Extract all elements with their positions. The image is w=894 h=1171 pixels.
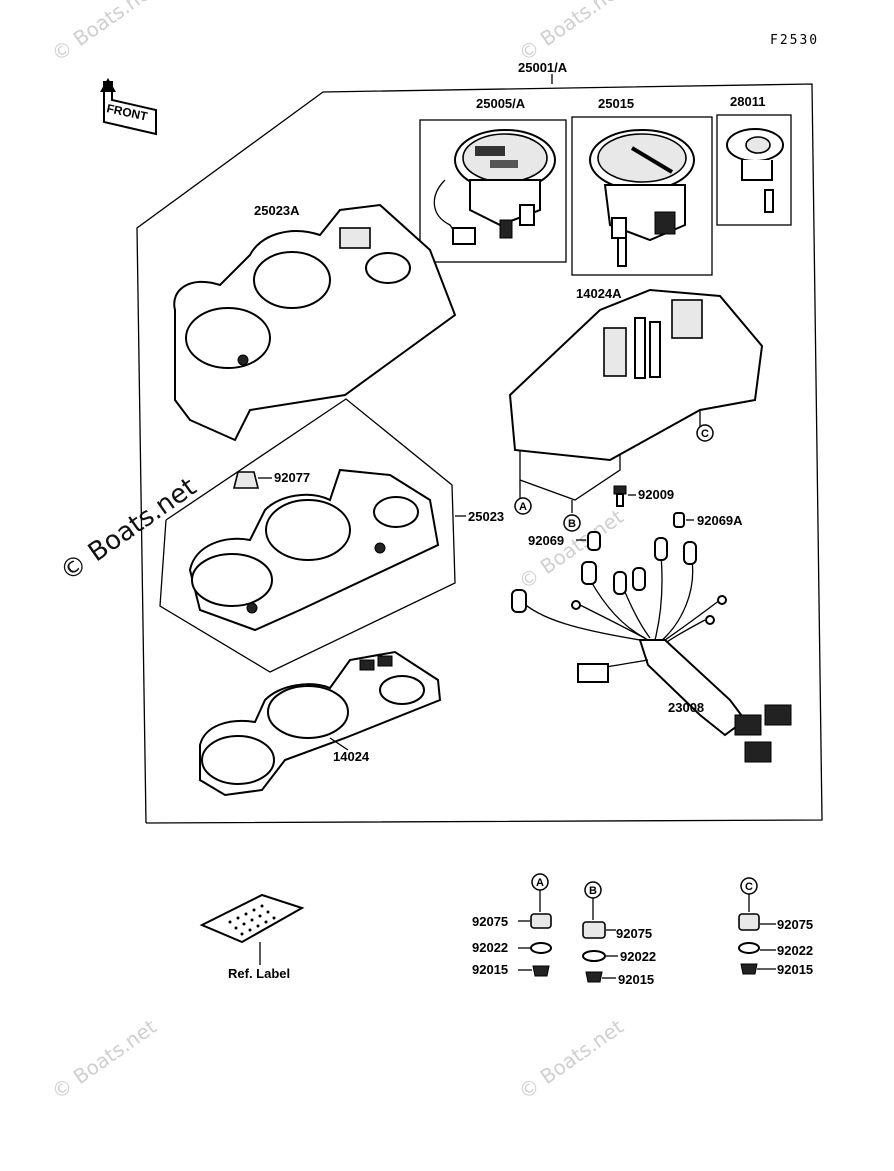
detail-c-p3: 92015 bbox=[777, 962, 813, 977]
callout-tachometer: 25015 bbox=[598, 96, 634, 111]
screw-92009-part bbox=[613, 485, 636, 507]
marker-c: C bbox=[696, 424, 714, 442]
detail-a-group: A bbox=[518, 873, 552, 977]
detail-c-p2: 92022 bbox=[777, 943, 813, 958]
callout-cap-92077: 92077 bbox=[274, 470, 310, 485]
callout-gasket: 14024 bbox=[333, 749, 370, 764]
detail-b-group: B bbox=[582, 881, 618, 983]
marker-b-label: B bbox=[568, 518, 576, 530]
marker-a: A bbox=[514, 497, 532, 515]
harness-part bbox=[511, 537, 792, 763]
detail-b-p2: 92022 bbox=[620, 949, 656, 964]
meter-case-part bbox=[508, 288, 764, 513]
callout-meter-28011: 28011 bbox=[730, 94, 765, 109]
callout-lower-cover: 25023 bbox=[468, 509, 504, 524]
detail-c-marker: C bbox=[745, 881, 753, 893]
front-arrow-icon: FRONT bbox=[100, 78, 157, 136]
upper-cover-part bbox=[173, 203, 457, 442]
ref-label-text: Ref. Label bbox=[228, 966, 290, 981]
watermark-top-center: © Boats.net bbox=[514, 0, 628, 66]
figure-code: F2530 bbox=[770, 33, 819, 48]
speedometer-group bbox=[419, 119, 567, 263]
detail-b-marker: B bbox=[589, 885, 597, 897]
callout-screw-92009: 92009 bbox=[638, 487, 674, 502]
cap-92077-part bbox=[232, 471, 272, 489]
callout-speedometer: 25005/A bbox=[476, 96, 526, 111]
callout-bulb-92069: 92069 bbox=[528, 533, 564, 548]
watermark-left-dark: © Boats.net bbox=[55, 472, 202, 588]
callout-meter-case: 14024A bbox=[576, 286, 622, 301]
detail-a-marker: A bbox=[536, 877, 544, 889]
callout-bulb-92069a: 92069A bbox=[697, 513, 743, 528]
ref-label-group: Ref. Label bbox=[199, 893, 305, 981]
detail-c-p1: 92075 bbox=[777, 917, 813, 932]
meter-28011-group bbox=[716, 114, 792, 226]
bulb-92069-part bbox=[576, 531, 601, 551]
detail-a-p2: 92022 bbox=[472, 940, 508, 955]
detail-c-group: C bbox=[738, 877, 776, 975]
gasket-part bbox=[199, 650, 442, 797]
marker-a-label: A bbox=[519, 501, 527, 513]
detail-b-p3: 92015 bbox=[618, 972, 654, 987]
callout-harness: 23008 bbox=[668, 700, 704, 715]
tachometer-group bbox=[571, 116, 713, 276]
bulb-92069a-part bbox=[673, 512, 694, 528]
watermark-bottom-center: © Boats.net bbox=[514, 1014, 628, 1104]
callout-upper-cover: 25023A bbox=[254, 203, 300, 218]
lower-cover-group bbox=[159, 398, 466, 673]
detail-a-p1: 92075 bbox=[472, 914, 508, 929]
marker-c-label: C bbox=[701, 428, 709, 440]
detail-b-p1: 92075 bbox=[616, 926, 652, 941]
watermark-bottom-left: © Boats.net bbox=[47, 1014, 161, 1104]
assembly-outline bbox=[136, 74, 823, 824]
marker-b: B bbox=[563, 514, 581, 532]
watermark-top-left: © Boats.net bbox=[47, 0, 161, 66]
detail-a-p3: 92015 bbox=[472, 962, 508, 977]
callout-assembly: 25001/A bbox=[518, 60, 568, 75]
